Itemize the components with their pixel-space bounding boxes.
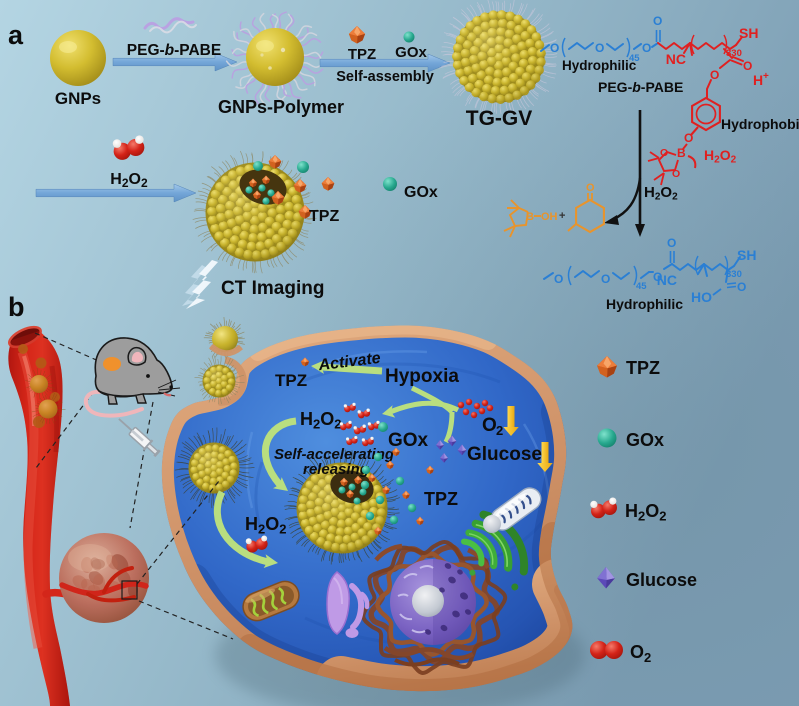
svg-text:H2O2: H2O2	[625, 501, 666, 524]
svg-text:O: O	[554, 272, 563, 286]
svg-text:H2O2: H2O2	[300, 409, 341, 432]
svg-text:O: O	[737, 280, 746, 294]
svg-text:CT Imaging: CT Imaging	[221, 278, 324, 299]
svg-text:SH: SH	[739, 25, 758, 41]
svg-text:TG-GV: TG-GV	[466, 107, 533, 130]
svg-text:b: b	[8, 292, 25, 322]
svg-text:Glucose: Glucose	[626, 570, 697, 590]
svg-text:TPZ: TPZ	[348, 46, 376, 63]
svg-text:Hydrophilic: Hydrophilic	[606, 296, 683, 312]
svg-text:H: H	[753, 72, 763, 88]
svg-text:2: 2	[496, 423, 503, 438]
svg-text:H2O2: H2O2	[644, 184, 678, 203]
svg-text:330: 330	[726, 48, 742, 59]
svg-text:PEG-b-PABE: PEG-b-PABE	[598, 79, 683, 95]
svg-text:a: a	[8, 20, 24, 50]
svg-text:O: O	[550, 41, 559, 55]
svg-text:O: O	[586, 182, 595, 194]
svg-text:TPZ: TPZ	[626, 358, 660, 378]
svg-text:OH: OH	[541, 211, 558, 223]
svg-text:B: B	[526, 211, 534, 223]
svg-text:O: O	[642, 41, 651, 55]
svg-text:H2O2: H2O2	[110, 171, 148, 190]
svg-text:330: 330	[726, 269, 742, 280]
svg-text:O: O	[743, 59, 752, 73]
svg-text:O: O	[601, 272, 610, 286]
svg-text:O: O	[710, 68, 719, 82]
svg-text:45: 45	[636, 281, 647, 292]
svg-text:O: O	[660, 147, 668, 159]
svg-text:Hypoxia: Hypoxia	[385, 366, 459, 387]
svg-text:45: 45	[629, 53, 640, 64]
svg-text:+: +	[763, 71, 769, 82]
svg-text:B: B	[677, 146, 686, 160]
svg-text:GOx: GOx	[395, 44, 427, 61]
svg-text:PEG-b-PABE: PEG-b-PABE	[127, 42, 221, 59]
svg-text:GOx: GOx	[626, 430, 664, 450]
svg-text:O: O	[672, 168, 680, 180]
svg-text:GNPs-Polymer: GNPs-Polymer	[218, 97, 344, 117]
svg-text:NC: NC	[657, 272, 677, 288]
svg-text:Hydrophobic: Hydrophobic	[721, 116, 799, 132]
svg-text:O: O	[667, 236, 676, 250]
svg-text:O: O	[653, 14, 662, 28]
svg-text:TPZ: TPZ	[275, 371, 307, 390]
svg-text:O: O	[595, 41, 604, 55]
svg-text:H2O2: H2O2	[704, 147, 737, 166]
svg-text:2: 2	[644, 650, 651, 665]
svg-text:O: O	[653, 270, 662, 284]
svg-text:TPZ: TPZ	[424, 489, 458, 509]
svg-text:GOx: GOx	[404, 184, 438, 201]
svg-text:GOx: GOx	[388, 430, 429, 451]
svg-text:O: O	[684, 131, 693, 145]
svg-text:NC: NC	[666, 51, 686, 67]
svg-text:O: O	[630, 642, 644, 662]
svg-text:SH: SH	[737, 247, 756, 263]
svg-text:TPZ: TPZ	[309, 208, 339, 225]
svg-text:HO: HO	[691, 289, 712, 305]
svg-text:GNPs: GNPs	[55, 89, 101, 108]
svg-text:H2O2: H2O2	[245, 514, 286, 537]
svg-text:+: +	[559, 210, 565, 222]
svg-text:Glucose: Glucose	[467, 444, 542, 465]
svg-text:Self-accelerating: Self-accelerating	[274, 446, 394, 463]
svg-text:O: O	[482, 415, 497, 436]
svg-text:releasing: releasing	[303, 461, 369, 478]
svg-text:Self-assembly: Self-assembly	[336, 69, 434, 85]
svg-text:Hydrophilic: Hydrophilic	[562, 58, 637, 73]
